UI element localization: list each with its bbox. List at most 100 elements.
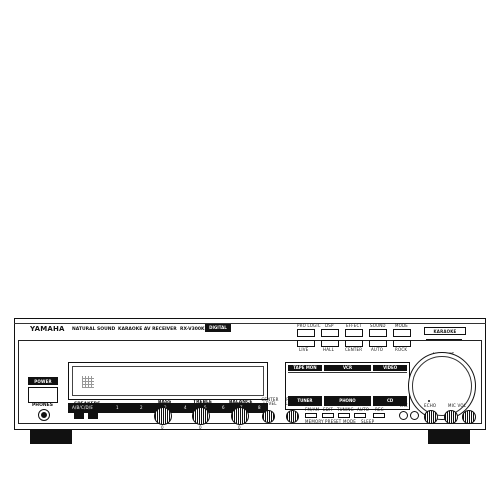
center-level-knob[interactable] xyxy=(262,410,275,423)
center-label: CENTER xyxy=(345,347,363,352)
hall-label: HALL xyxy=(323,347,335,352)
tuning-label: TUNING xyxy=(337,407,354,412)
mic-vol-label: MIC VOL xyxy=(448,403,467,408)
fm-am-label: FM/AM xyxy=(305,407,320,412)
tagline: NATURAL SOUND xyxy=(72,327,116,332)
model-number: RX-V300K xyxy=(180,327,205,332)
treble-label: TREBLE xyxy=(193,400,212,405)
input-selector-top-row: TAPE MON VCR VIDEO xyxy=(288,365,408,371)
mic-vol-knob-2[interactable] xyxy=(462,410,476,424)
preset-label: PRESET xyxy=(325,419,342,424)
mic-jack-2[interactable] xyxy=(410,411,419,420)
phones-jack-hole xyxy=(41,412,47,418)
live-button[interactable] xyxy=(297,340,315,347)
rock-label: ROCK xyxy=(395,347,408,352)
speaker-a-button[interactable] xyxy=(74,413,84,419)
fl-display-glass xyxy=(72,366,264,396)
pro-logic-button[interactable] xyxy=(297,329,315,337)
mic-vol-knob-1[interactable] xyxy=(444,410,458,424)
bass-knob[interactable] xyxy=(154,407,172,425)
live-label: LIVE xyxy=(299,347,309,352)
speaker-b-button[interactable] xyxy=(88,413,98,419)
dsp-button[interactable] xyxy=(321,329,339,337)
phones-label: PHONES xyxy=(32,403,53,408)
auto-button[interactable] xyxy=(369,340,387,347)
speakers-label: SPEAKERS xyxy=(74,402,101,407)
rec-label: REC xyxy=(375,407,384,412)
volume-pointer xyxy=(428,400,430,402)
tuning-down-button[interactable] xyxy=(338,413,350,418)
speaker-b-label: B xyxy=(92,407,95,412)
balance-knob[interactable] xyxy=(231,407,249,425)
video-button[interactable]: VIDEO xyxy=(373,365,408,371)
tape-mon-label: TAPE MON xyxy=(293,365,317,370)
memory-button-label: MEMORY xyxy=(305,419,324,424)
power-label: POWER xyxy=(34,379,52,384)
karaoke-label: KARAOKE xyxy=(433,329,457,334)
rear-level-knob[interactable] xyxy=(286,410,299,423)
tuner-button[interactable]: TUNER xyxy=(288,396,322,406)
bass-scale-zero: 0 xyxy=(161,425,164,430)
speaker-a-label: A xyxy=(79,407,82,412)
center-button[interactable] xyxy=(345,340,363,347)
video-label: VIDEO xyxy=(383,365,398,370)
right-foot xyxy=(428,430,470,444)
memory-label: A/B/C/D/E xyxy=(72,405,94,410)
mode-button[interactable] xyxy=(393,329,411,337)
lower-bezel xyxy=(18,340,482,424)
effect-button[interactable] xyxy=(345,329,363,337)
mode-label: MODE xyxy=(395,323,409,328)
edit-button[interactable] xyxy=(322,413,334,418)
effect-label: EFFECT xyxy=(346,323,363,328)
balance-label: BALANCE xyxy=(229,400,253,405)
treble-knob[interactable] xyxy=(192,407,210,425)
preset-6[interactable]: 6 xyxy=(222,405,225,410)
input-selector-face xyxy=(288,372,407,395)
power-button[interactable]: POWER xyxy=(28,377,58,385)
rock-button[interactable] xyxy=(393,340,411,347)
mic-jack-1[interactable] xyxy=(399,411,408,420)
power-switch-housing xyxy=(28,387,58,403)
balance-scale-zero: 0 xyxy=(238,425,241,430)
rec-button[interactable] xyxy=(373,413,385,418)
fl-display-window xyxy=(68,362,268,400)
karaoke-underline xyxy=(426,336,462,340)
tape-mon-button[interactable]: TAPE MON xyxy=(288,365,322,371)
treble-scale-zero: 0 xyxy=(199,425,202,430)
karaoke-button[interactable]: KARAOKE xyxy=(424,327,466,335)
dsp-badge: DIGITAL xyxy=(205,324,231,332)
echo-knob[interactable] xyxy=(424,410,438,424)
fm-am-button[interactable] xyxy=(305,413,317,418)
vcr-button[interactable]: VCR xyxy=(323,365,372,371)
auto-tuning-label: AUTO xyxy=(357,407,370,412)
phono-button[interactable]: PHONO xyxy=(323,396,372,406)
mic-label: MIC xyxy=(400,403,409,408)
sound-button[interactable] xyxy=(369,329,387,337)
pro-logic-label: PRO LOGIC xyxy=(297,323,321,328)
bass-label: BASS xyxy=(158,400,172,405)
preset-2[interactable]: 2 xyxy=(140,405,143,410)
input-selector-bottom-row: TUNER PHONO CD xyxy=(288,396,408,406)
mode-tuner-label: MODE xyxy=(343,419,357,424)
preset-4[interactable]: 4 xyxy=(184,405,187,410)
cd-button[interactable]: CD xyxy=(373,396,408,406)
auto-label: AUTO xyxy=(371,347,384,352)
product-description: KARAOKE AV RECEIVER xyxy=(118,327,177,332)
center-level-label: CENTER LEVEL xyxy=(261,397,279,406)
brand-logo: YAMAHA xyxy=(30,325,65,333)
hall-button[interactable] xyxy=(321,340,339,347)
left-foot xyxy=(30,430,72,444)
cd-label: CD xyxy=(386,398,394,403)
preset-8[interactable]: 8 xyxy=(258,405,261,410)
tuner-label: TUNER xyxy=(297,398,313,403)
preset-1[interactable]: 1 xyxy=(116,405,119,410)
tuning-up-button[interactable] xyxy=(354,413,366,418)
tuner-button-block: FM/AM EDIT TUNING AUTO REC MEMORY PRESET… xyxy=(305,408,397,424)
dsp-button-row: PRO LOGIC DSP EFFECT SOUND MODE xyxy=(297,324,417,338)
top-trim xyxy=(14,323,486,324)
dsp-label: DSP xyxy=(325,323,334,328)
rear-level-label: REAR LEVEL xyxy=(285,397,299,406)
phono-label: PHONO xyxy=(339,398,356,403)
display-indicator-grid xyxy=(82,376,94,388)
sleep-label: SLEEP xyxy=(361,419,375,424)
